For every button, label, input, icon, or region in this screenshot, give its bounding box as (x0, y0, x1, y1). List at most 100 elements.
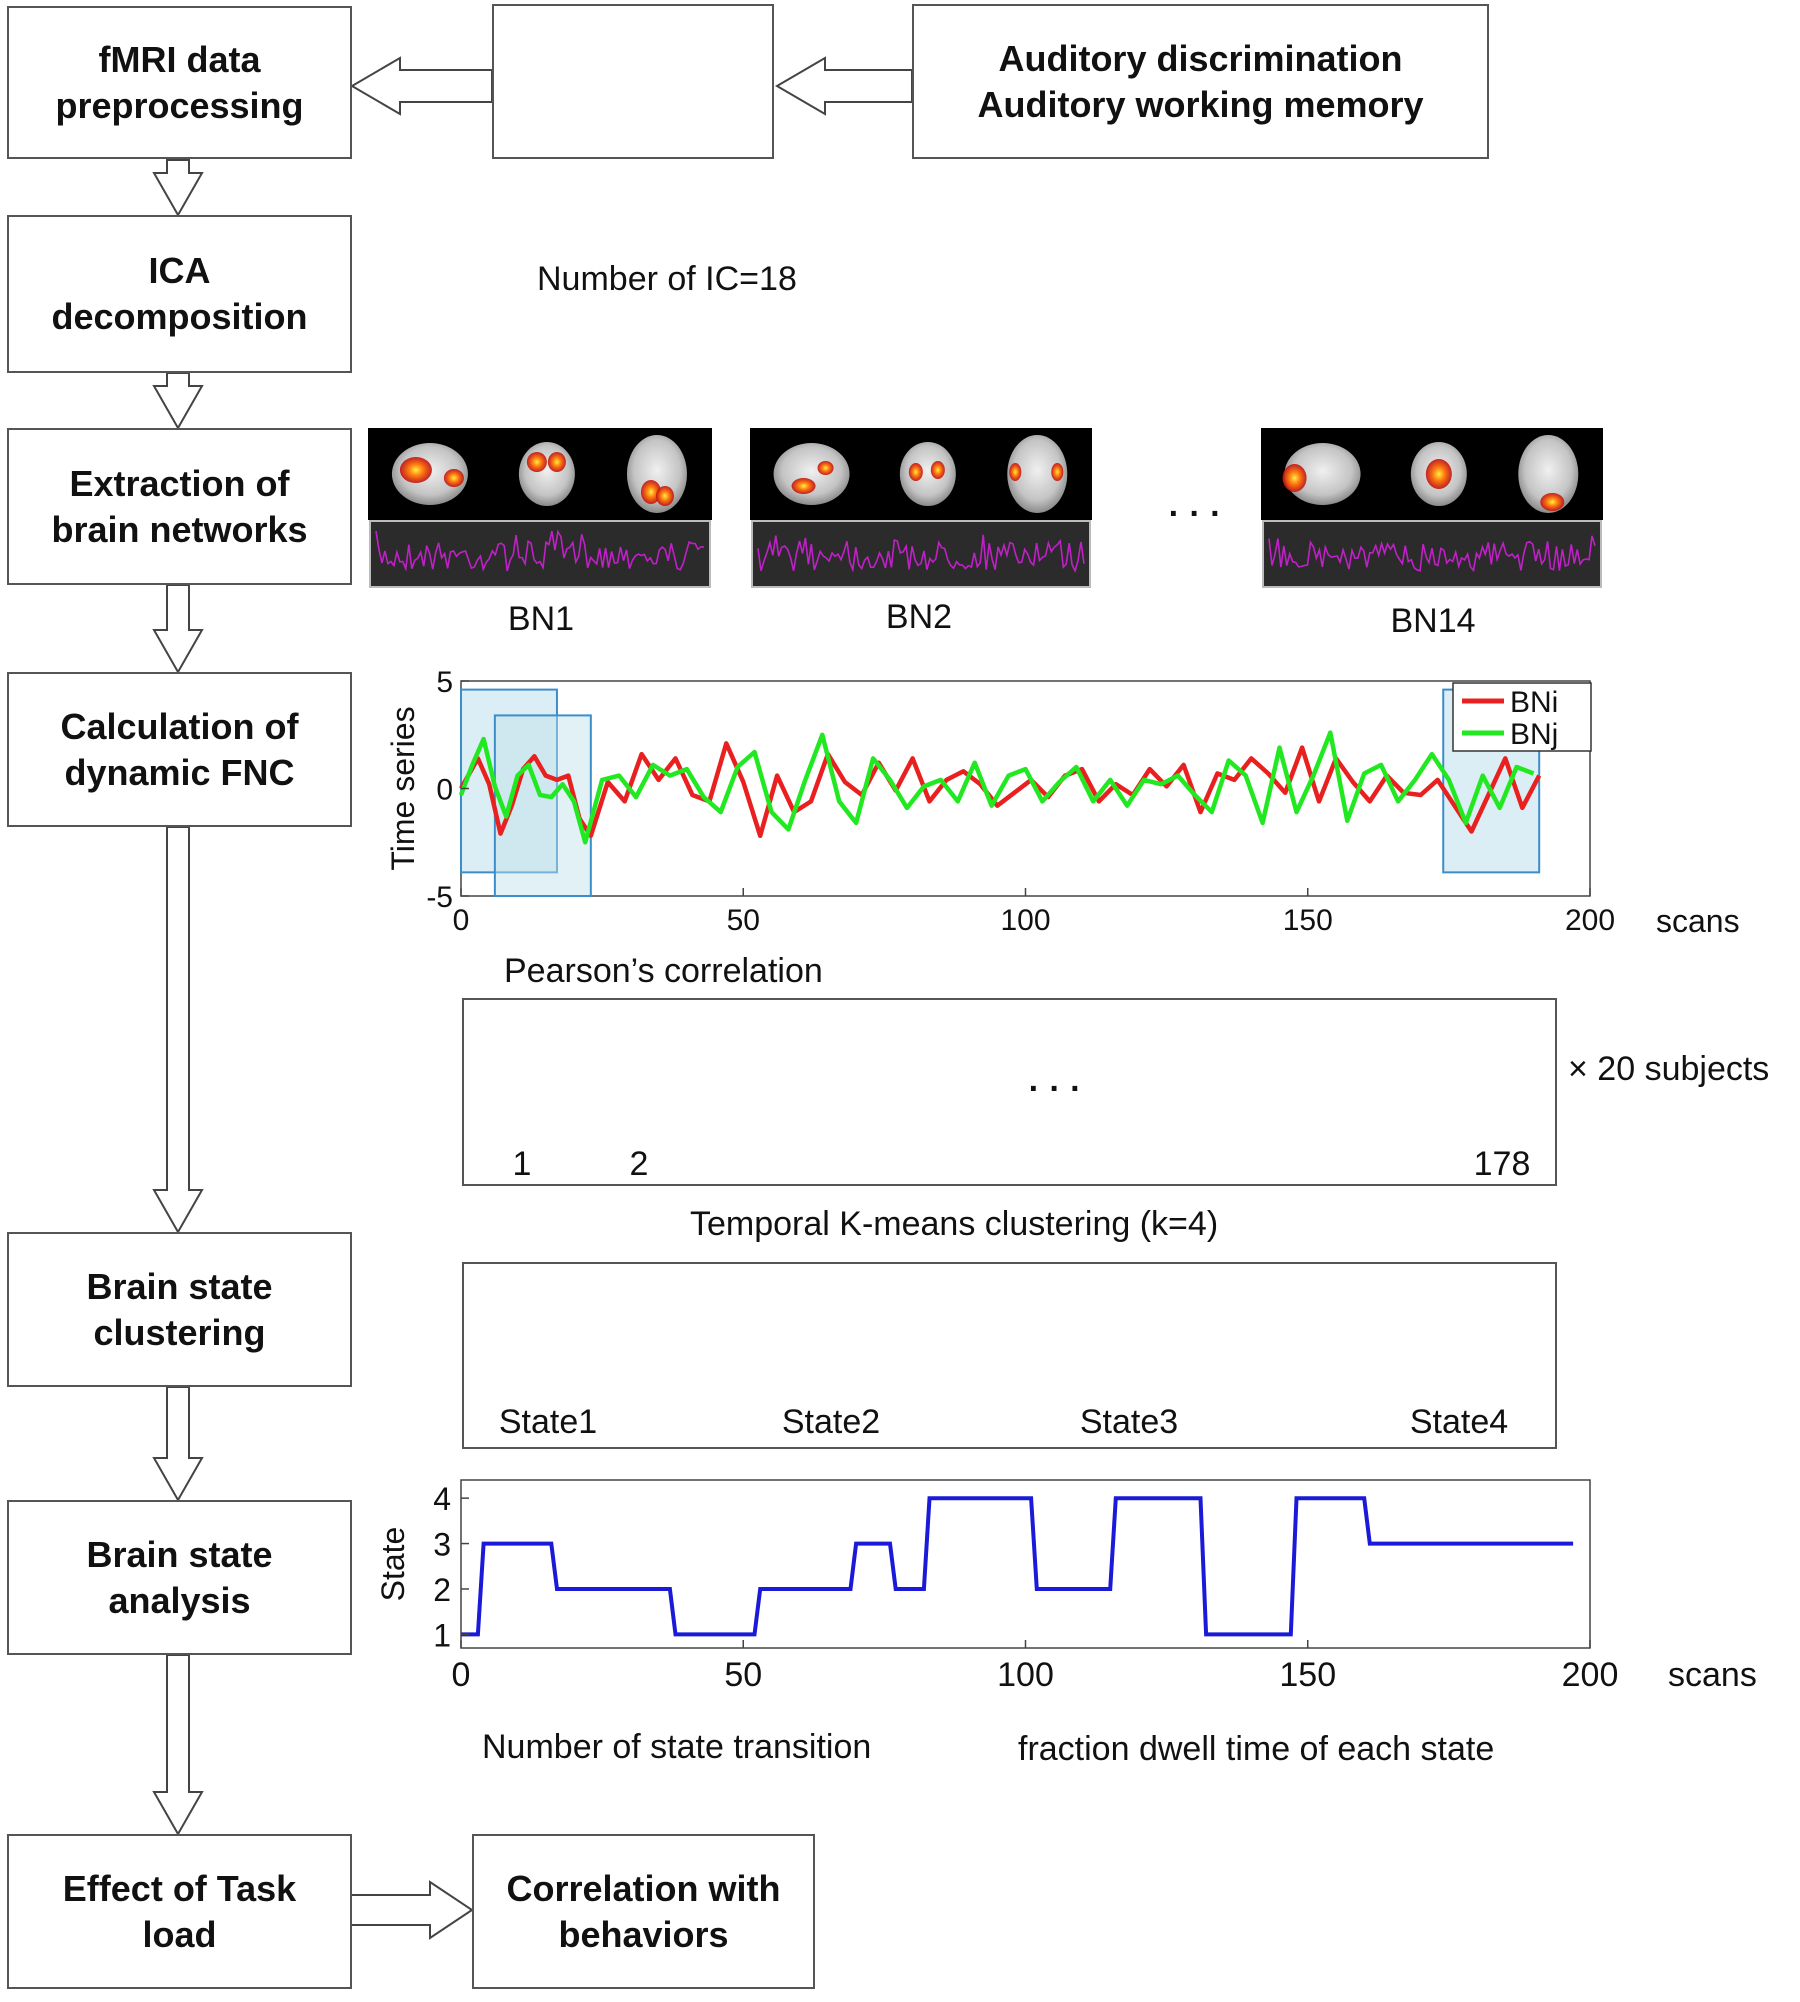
component-timecourse-line (375, 529, 705, 572)
activation-blob (930, 461, 945, 479)
activation-blob (547, 452, 566, 472)
subjects-label: × 20 subjects (1568, 1050, 1770, 1088)
activation-blob (817, 461, 834, 475)
x-tick-label: 0 (452, 1656, 471, 1694)
x-tick-label: 150 (1279, 1656, 1336, 1694)
component-timecourse-background (369, 520, 711, 588)
activation-blob (791, 478, 816, 494)
matrix-ellipsis: · · · (1028, 1070, 1082, 1108)
down-arrow-5 (152, 1386, 204, 1503)
step-fmri-preprocessing: fMRI data preprocessing (7, 6, 352, 159)
down-arrow-3 (152, 584, 204, 675)
step-text-line2: decomposition (51, 296, 308, 337)
axial-slice (1007, 435, 1068, 513)
component-timecourse-background (1262, 520, 1602, 588)
y-tick-label: 5 (436, 666, 453, 699)
activation-blob (1540, 493, 1565, 511)
step-text-line2: analysis (108, 1579, 251, 1621)
matrix-label-1: 1 (512, 1145, 532, 1183)
down-arrow-4 (152, 826, 204, 1235)
y-tick-label: -5 (426, 881, 453, 914)
legend-label: BNj (1510, 718, 1558, 751)
activation-blob (1282, 464, 1307, 492)
step-text-line2: preprocessing (55, 84, 304, 126)
brain-network-panel-3 (1261, 428, 1603, 588)
axial-slice (1518, 435, 1579, 513)
activation-blob (1425, 459, 1452, 489)
activation-blob (1009, 463, 1022, 481)
x-tick-label: 50 (727, 904, 760, 937)
x-tick-label: 50 (724, 1656, 762, 1694)
arrow-images-to-preprocessing (350, 56, 493, 116)
step-text-line1: Effect of Task (62, 1867, 297, 1909)
y-tick-label: 2 (433, 1572, 451, 1608)
legend-label: BNi (1510, 686, 1558, 719)
matrix-label-178: 178 (1473, 1145, 1531, 1183)
y-tick-label: 4 (433, 1481, 451, 1517)
coronal-slice (518, 442, 575, 506)
arrow-effect-to-behaviors (349, 1880, 474, 1940)
component-timecourse-line (757, 534, 1085, 573)
metric-transitions: Number of state transition (482, 1728, 872, 1766)
state-plot-area (460, 1479, 1591, 1649)
activation-blob (526, 452, 547, 472)
activation-blob (1051, 463, 1064, 481)
step-text-line1: fMRI data (98, 38, 261, 80)
sliding-window-1 (460, 688, 558, 874)
ts-x-unit-label: scans (1656, 903, 1740, 939)
brain-network-panels (368, 428, 1603, 588)
step-effect-task-load: Effect of Task load (7, 1834, 352, 1989)
x-tick-label: 150 (1283, 904, 1333, 937)
step-text-line2: brain networks (51, 508, 308, 550)
metric-dwell-time: fraction dwell time of each state (1018, 1730, 1495, 1768)
behaviors-text-line1: Correlation with (506, 1867, 781, 1909)
state-label-1: State1 (498, 1403, 598, 1441)
matrices-box (462, 998, 1557, 1186)
activation-blob (399, 457, 432, 483)
ts-legend-box (1452, 682, 1592, 752)
step-text-line1: Extraction of (69, 462, 290, 504)
down-arrow-2 (152, 372, 204, 431)
activation-blob (655, 486, 674, 506)
bn-label-2: BN2 (885, 598, 953, 636)
bn-label-14: BN14 (1390, 602, 1476, 640)
x-tick-label: 100 (997, 1656, 1054, 1694)
step-text-line2: load (142, 1913, 217, 1955)
step-brain-state-clustering: Brain state clustering (7, 1232, 352, 1387)
y-tick-label: 3 (433, 1527, 451, 1563)
series-line-BNi (459, 741, 1542, 839)
step-ica-decomposition: ICA decomposition (7, 215, 352, 373)
sagittal-slice (773, 443, 850, 505)
activation-blob (640, 480, 661, 504)
step-text-line1: Brain state (86, 1265, 273, 1307)
ica-note: Number of IC=18 (537, 260, 797, 298)
activation-blob (908, 463, 923, 481)
bn-ellipsis: · · · (1168, 495, 1222, 533)
x-tick-label: 100 (1000, 904, 1050, 937)
ts-y-axis-label: Time series (385, 706, 421, 870)
component-timecourse-line (1268, 535, 1596, 573)
state-x-unit-label: scans (1668, 1656, 1757, 1694)
state-label-3: State3 (1079, 1403, 1179, 1441)
component-timecourse-background (751, 520, 1091, 588)
down-arrow-1 (152, 159, 204, 218)
state-label-4: State4 (1409, 1403, 1509, 1441)
state-y-axis-label: State (375, 1527, 411, 1602)
correlation-behaviors-box: Correlation with behaviors (472, 1834, 815, 1989)
step-text-line1: Brain state (86, 1533, 273, 1575)
step-text-line2: clustering (93, 1311, 266, 1353)
step-text-line1: Calculation of (60, 705, 299, 747)
matrix-label-2: 2 (629, 1145, 649, 1183)
activation-blob (443, 469, 464, 487)
bn-label-1: BN1 (507, 600, 575, 638)
step-extraction-brain-networks: Extraction of brain networks (7, 428, 352, 585)
coronal-slice (899, 442, 956, 506)
states-box (462, 1262, 1557, 1449)
x-tick-label: 200 (1562, 1656, 1619, 1694)
series-line-BNj (458, 730, 1535, 845)
task-auditory-discrimination: Auditory discrimination (998, 37, 1403, 79)
x-tick-label: 200 (1565, 904, 1615, 937)
behaviors-text-line2: behaviors (558, 1913, 729, 1955)
